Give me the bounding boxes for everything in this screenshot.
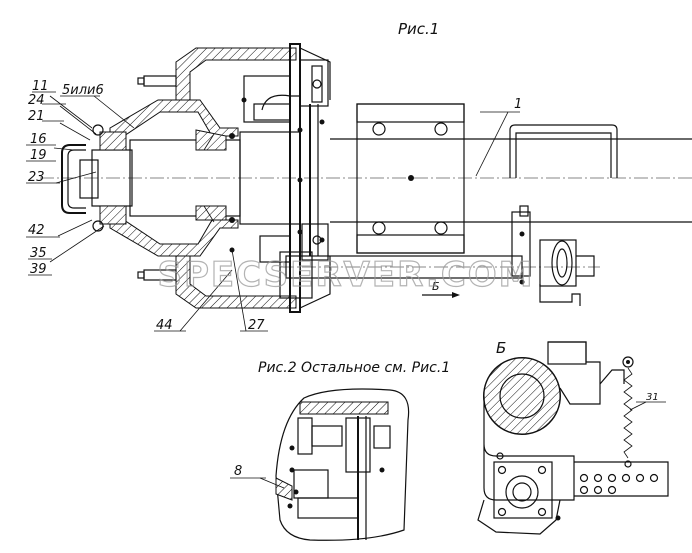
section-arrow-label: Б xyxy=(432,280,440,293)
watermark: SPECSERVER.COM xyxy=(157,255,534,295)
wheel-studs xyxy=(137,75,177,281)
callout-23: 23 xyxy=(28,170,45,185)
callout-35: 35 xyxy=(30,246,47,261)
view-b-detail: Б 31 xyxy=(477,339,669,535)
callout-39: 39 xyxy=(30,262,47,277)
callout-42: 42 xyxy=(28,223,45,238)
callout-21: 21 xyxy=(28,109,45,124)
axle-beam xyxy=(40,103,692,254)
figure-1-title: Рис.1 xyxy=(398,20,439,38)
brake-mechanism xyxy=(229,59,329,299)
callout-11: 11 xyxy=(32,79,49,94)
callout-8: 8 xyxy=(234,464,242,479)
callout-5-or-6: 5или6 xyxy=(62,83,104,98)
figure-2-detail: Рис.2 Остальное см. Рис.1 8 xyxy=(230,360,450,541)
view-b-label: Б xyxy=(496,339,506,357)
callout-44: 44 xyxy=(156,318,173,333)
callout-31: 31 xyxy=(646,392,659,403)
figure-1-assembly: Рис.1 xyxy=(40,20,692,313)
camshaft-and-adjuster xyxy=(280,205,600,306)
callout-27: 27 xyxy=(248,318,265,333)
leader-lines-fig1 xyxy=(26,91,520,332)
section-arrow-b: Б xyxy=(422,280,460,298)
callout-1: 1 xyxy=(514,97,522,112)
figure-2-title: Рис.2 Остальное см. Рис.1 xyxy=(258,360,450,376)
callout-labels: 11 24 5или6 21 16 19 23 42 35 39 44 27 1 xyxy=(28,79,522,333)
callout-19: 19 xyxy=(30,148,47,163)
callout-24: 24 xyxy=(28,93,45,108)
callout-16: 16 xyxy=(30,132,47,147)
